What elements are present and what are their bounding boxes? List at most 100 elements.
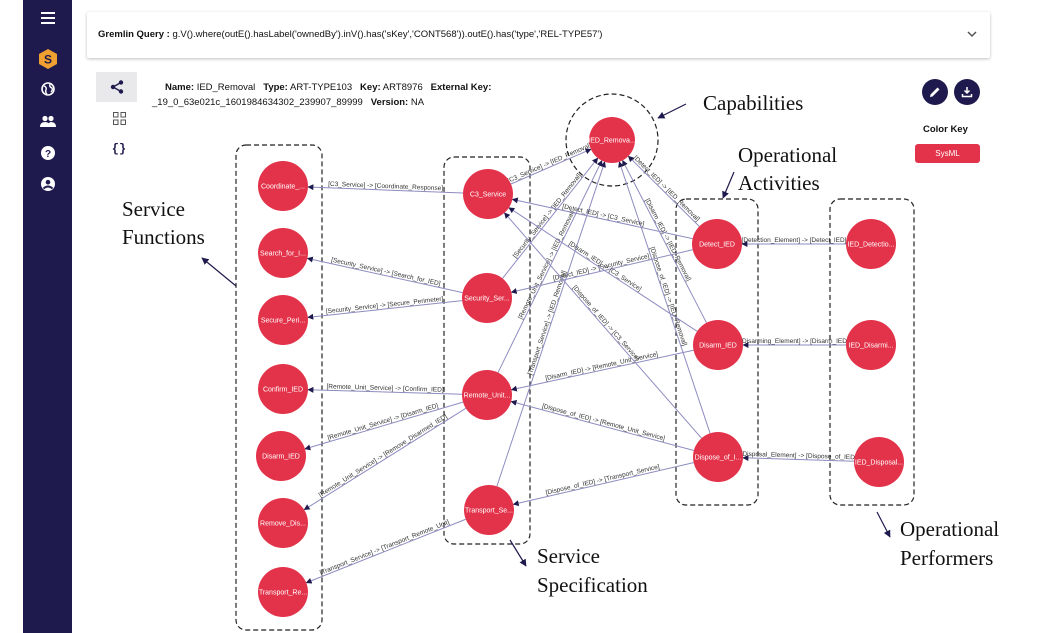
graph-edge[interactable] [618, 161, 711, 434]
edge-label: [Security_Service] -> [Search_for_IED] [330, 257, 441, 288]
edge-label: [Transport_Service] -> [Transport_Remote… [319, 519, 451, 577]
service-functions-arrow [201, 257, 237, 287]
node-circle[interactable] [693, 432, 743, 482]
graph-edge[interactable] [502, 157, 599, 279]
node-circle[interactable] [846, 320, 896, 370]
graph-edge[interactable] [504, 212, 702, 439]
node-circle[interactable] [464, 485, 514, 535]
graph-edge[interactable] [508, 207, 698, 332]
graph-node[interactable]: Security_Ser... [462, 273, 512, 323]
graph-node[interactable]: Coordinate_... [258, 161, 308, 211]
edge-label: [Disarm_IED] -> [Remote_Unit_Service] [545, 351, 659, 382]
node-circle[interactable] [463, 169, 513, 219]
edit-button[interactable] [922, 79, 948, 105]
graph-edge[interactable] [510, 249, 693, 294]
node-circle[interactable] [258, 295, 308, 345]
graph-node[interactable]: Transport_Se... [464, 485, 514, 535]
node-circle[interactable] [854, 437, 904, 487]
service-specification-box [443, 156, 531, 545]
graph-node[interactable]: Disarm_IED [693, 320, 743, 370]
node-circle[interactable] [256, 431, 306, 481]
grid-view-button[interactable] [110, 109, 128, 127]
svg-text:S: S [43, 53, 51, 67]
color-key-title: Color Key [923, 124, 968, 135]
menu-icon[interactable] [23, 5, 72, 31]
account-icon[interactable] [23, 171, 72, 197]
node-label: Disarm_IED [262, 454, 300, 461]
graph-node[interactable]: Disarm_IED [256, 431, 306, 481]
sidebar: S ? [23, 0, 72, 633]
artifact-details-row2: _19_0_63e021c_1601984634302_239907_89999… [152, 97, 424, 108]
graph-edge[interactable] [497, 160, 603, 373]
users-icon[interactable] [23, 108, 72, 134]
graph-edge[interactable] [307, 184, 464, 194]
node-circle[interactable] [462, 273, 512, 323]
graph-edge[interactable] [307, 386, 463, 395]
node-circle[interactable] [258, 498, 308, 548]
service-functions-annotation-line2: Functions [122, 225, 205, 249]
graph-edge[interactable] [510, 349, 694, 392]
graph-edge[interactable] [305, 518, 466, 584]
node-circle[interactable] [258, 228, 308, 278]
graph-edge[interactable] [627, 155, 700, 227]
node-circle[interactable] [258, 364, 308, 414]
operational-activities-annotation-line2: Activities [738, 171, 820, 195]
service-functions-box [235, 144, 323, 631]
download-button[interactable] [954, 79, 980, 105]
node-label: Remove_Dis... [260, 521, 306, 528]
capabilities-arrow [657, 103, 687, 119]
graph-edge[interactable] [306, 256, 463, 294]
graph-node[interactable]: Remove_Dis... [258, 498, 308, 548]
graph-node[interactable]: C3_Service [463, 169, 513, 219]
globe-icon[interactable] [23, 76, 72, 102]
help-icon[interactable]: ? [23, 140, 72, 166]
node-label: Secure_Peri... [261, 318, 305, 325]
node-label: Dispose_of_I... [695, 455, 742, 462]
node-circle[interactable] [692, 219, 742, 269]
node-circle[interactable] [258, 161, 308, 211]
service-specification-annotation-line2: Specification [537, 573, 648, 597]
node-circle[interactable] [462, 370, 512, 420]
graph-node[interactable]: Detect_IED [692, 219, 742, 269]
braces-icon: {} [111, 142, 127, 156]
graph-node[interactable]: Confirm_IED [258, 364, 308, 414]
json-view-button[interactable]: {} [109, 140, 129, 158]
service-specification-arrow [509, 539, 527, 567]
node-circle[interactable] [693, 320, 743, 370]
graph-node[interactable]: Transport_Re... [258, 567, 308, 617]
graph-edge[interactable] [512, 462, 694, 507]
edge-label: [Dispose_of_IED] -> [Transport_Service] [545, 463, 660, 496]
key-value: ART8976 [382, 82, 423, 93]
graph-edge[interactable] [510, 399, 694, 452]
graph-node[interactable]: Dispose_of_I... [693, 432, 743, 482]
graph-view-button[interactable] [96, 72, 137, 102]
graph-edge[interactable] [304, 401, 464, 451]
operational-activities-annotation-line1: Operational [738, 143, 838, 167]
app-logo-icon[interactable]: S [23, 46, 72, 72]
operational-activities-arrow [722, 171, 735, 199]
download-icon [961, 87, 973, 98]
graph-node[interactable]: Remote_Unit... [462, 370, 512, 420]
graph-node[interactable]: IED_Detectio... [846, 219, 896, 269]
graph-edge[interactable] [742, 454, 855, 462]
gremlin-query-bar[interactable]: Gremlin Query : g.V().where(outE().hasLa… [87, 12, 990, 58]
sysml-color-key[interactable]: SysML [915, 144, 980, 163]
graph-node[interactable]: IED_Disposal... [854, 437, 904, 487]
graph-node[interactable]: IED_Disarmi... [846, 320, 896, 370]
graph-node[interactable]: Secure_Peri... [258, 295, 308, 345]
node-label: IED_Remova... [588, 138, 636, 145]
graph-node[interactable]: Search_for_I... [258, 228, 308, 278]
graph-edge[interactable] [303, 407, 467, 511]
graph-edge[interactable] [307, 300, 463, 320]
graph-node[interactable]: IED_Remova... [588, 117, 636, 163]
graph-edge[interactable] [510, 148, 592, 185]
node-circle[interactable] [258, 567, 308, 617]
version-label: Version: [370, 97, 409, 108]
node-circle[interactable] [846, 219, 896, 269]
chevron-down-icon[interactable] [964, 26, 980, 42]
node-circle[interactable] [589, 117, 635, 163]
graph-edge[interactable] [511, 197, 693, 240]
graph-edge[interactable] [622, 159, 707, 324]
node-label: Confirm_IED [263, 387, 303, 394]
